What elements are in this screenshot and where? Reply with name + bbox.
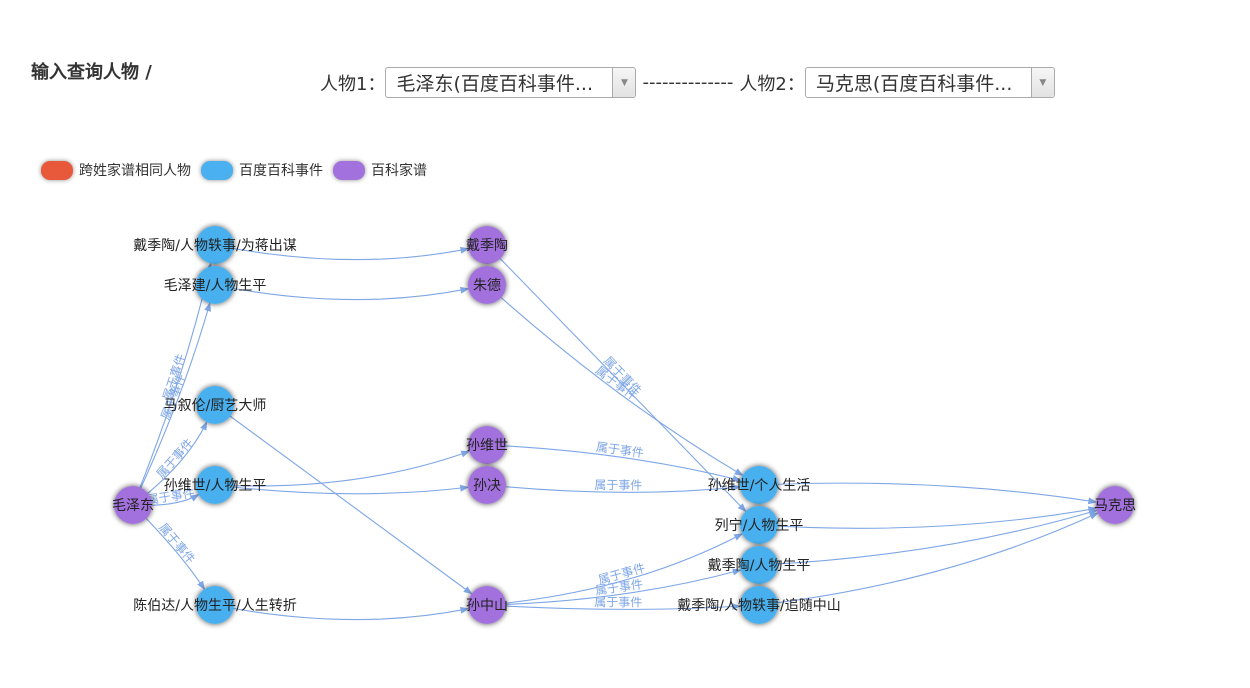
graph-edge — [486, 284, 744, 476]
graph-node-ma_xulun[interactable]: 马叙伦/厨艺大师 — [164, 386, 267, 424]
graph-node-chen_boda[interactable]: 陈伯达/人物生平/人生转折 — [133, 586, 297, 624]
node-label: 马克思 — [1094, 498, 1136, 514]
graph-node-sun_zhongshan[interactable]: 孙中山 — [466, 586, 508, 624]
node-label: 毛泽建/人物生平 — [164, 278, 267, 294]
nodes-layer: 毛泽东 戴季陶/人物轶事/为蒋出谋毛泽建/人物生平马叙伦/厨艺大师孙维世/人物生平… — [112, 226, 1136, 624]
edge-label: 属于事件 — [594, 478, 642, 492]
node-circle[interactable] — [740, 546, 778, 584]
node-circle[interactable] — [468, 586, 506, 624]
graph-node-sun_weishi_life[interactable]: 孙维世/人物生平 — [164, 466, 267, 504]
graph-node-mao[interactable]: 毛泽东 — [112, 486, 154, 524]
node-circle[interactable] — [196, 226, 234, 264]
graph-edge — [486, 568, 742, 606]
graph-node-sun_jue[interactable]: 孙决 — [468, 466, 506, 504]
node-label: 列宁/人物生平 — [715, 517, 804, 534]
person2-select[interactable]: 马克思(百度百科事件... ▼ — [804, 67, 1055, 98]
query-title: 输入查询人物 / — [31, 62, 152, 83]
person-selector-row: 人物1： 毛泽东(百度百科事件... ▼ -------------- 人物2：… — [320, 66, 1055, 99]
graph-edge — [132, 302, 212, 506]
node-circle[interactable] — [196, 266, 234, 304]
graph-node-sun_weishi[interactable]: 孙维世 — [466, 426, 508, 464]
graph-node-zhu_de[interactable]: 朱德 — [468, 266, 506, 304]
graph-node-dai_yishi[interactable]: 戴季陶/人物轶事/为蒋出谋 — [133, 226, 297, 264]
node-label: 毛泽东 — [112, 498, 154, 514]
legend-swatch — [333, 160, 365, 180]
node-label: 孙决 — [473, 478, 501, 494]
chevron-down-icon[interactable]: ▼ — [612, 68, 636, 97]
node-label: 陈伯达/人物生平/人生转折 — [133, 597, 296, 614]
graph-edge — [758, 509, 1098, 566]
node-circle[interactable] — [1096, 486, 1134, 524]
node-label: 戴季陶/人物生平 — [708, 558, 811, 574]
node-circle[interactable] — [740, 506, 778, 544]
node-circle[interactable] — [196, 586, 234, 624]
node-circle[interactable] — [468, 266, 506, 304]
legend-item-cross-surname[interactable]: 跨姓家谱相同人物 — [41, 160, 191, 180]
graph-edge — [758, 506, 1098, 529]
node-label: 马叙伦/厨艺大师 — [164, 397, 267, 414]
legend-label: 百科家谱 — [371, 163, 427, 179]
node-circle[interactable] — [468, 226, 506, 264]
graph-node-lie_ning[interactable]: 列宁/人物生平 — [715, 506, 804, 544]
node-label: 戴季陶 — [466, 238, 508, 254]
person1-select-value: 毛泽东(百度百科事件... — [396, 73, 593, 95]
person1-select[interactable]: 毛泽东(百度百科事件... ▼ — [385, 67, 637, 98]
legend-swatch — [41, 160, 73, 180]
node-circle[interactable] — [740, 586, 778, 624]
node-label: 孙维世/个人生活 — [708, 478, 811, 494]
person1-label: 人物1： — [320, 73, 386, 95]
graph-node-mao_zejian[interactable]: 毛泽建/人物生平 — [164, 266, 267, 304]
graph-edge — [486, 533, 743, 606]
person2-select-value: 马克思(百度百科事件... — [815, 73, 1013, 95]
edge-label: 属于事件 — [594, 595, 642, 609]
graph-edge — [214, 604, 470, 621]
graph-edge — [486, 244, 747, 513]
graph-edge — [486, 484, 741, 493]
node-circle[interactable] — [114, 486, 152, 524]
edge-label: 属于事件 — [594, 577, 643, 597]
chevron-down-icon[interactable]: ▼ — [1030, 68, 1054, 97]
edge-label: 属于事件 — [595, 440, 644, 460]
node-label: 孙维世/人物生平 — [164, 478, 267, 494]
legend-item-baidu-event[interactable]: 百度百科事件 — [201, 160, 323, 180]
legend: 跨姓家谱相同人物 百度百科事件 百科家谱 — [41, 160, 437, 180]
graph-node-marx[interactable]: 马克思 — [1094, 486, 1136, 524]
graph-edge — [486, 603, 741, 611]
node-label: 戴季陶/人物轶事/为蒋出谋 — [133, 238, 296, 254]
node-circle[interactable] — [196, 466, 234, 504]
graph-node-dai_follow[interactable]: 戴季陶/人物轶事/追随中山 — [677, 586, 841, 624]
graph-edge — [214, 404, 473, 595]
node-circle[interactable] — [468, 426, 506, 464]
graph-edge — [214, 284, 470, 301]
graph-node-dai_jitao[interactable]: 戴季陶 — [466, 226, 508, 264]
node-label: 孙中山 — [466, 598, 508, 614]
graph-node-sun_weishi_personal[interactable]: 孙维世/个人生活 — [708, 466, 811, 504]
node-circle[interactable] — [196, 386, 234, 424]
graph-edge — [758, 482, 1098, 505]
node-label: 朱德 — [473, 278, 501, 294]
graph-edge — [758, 512, 1099, 606]
graph-edge — [214, 244, 470, 261]
legend-label: 百度百科事件 — [239, 163, 323, 179]
person2-label: 人物2： — [739, 73, 805, 95]
legend-label: 跨姓家谱相同人物 — [79, 163, 191, 179]
graph-edge — [486, 444, 742, 482]
legend-swatch — [201, 160, 233, 180]
legend-item-family-tree[interactable]: 百科家谱 — [333, 160, 427, 180]
separator: -------------- — [642, 72, 734, 93]
node-circle[interactable] — [740, 466, 778, 504]
node-label: 孙维世 — [466, 438, 508, 454]
node-label: 戴季陶/人物轶事/追随中山 — [677, 598, 840, 614]
graph-edge — [214, 450, 470, 487]
edge-label: 属于事件 — [156, 521, 198, 567]
graph-edge — [214, 484, 470, 495]
node-circle[interactable] — [468, 466, 506, 504]
graph-node-dai_life[interactable]: 戴季陶/人物生平 — [708, 546, 811, 584]
edges-layer: 属于事件属于事件属于事件属于事件属于事件属于事件属于事件属于事件属于事件属于事件… — [132, 244, 1099, 621]
